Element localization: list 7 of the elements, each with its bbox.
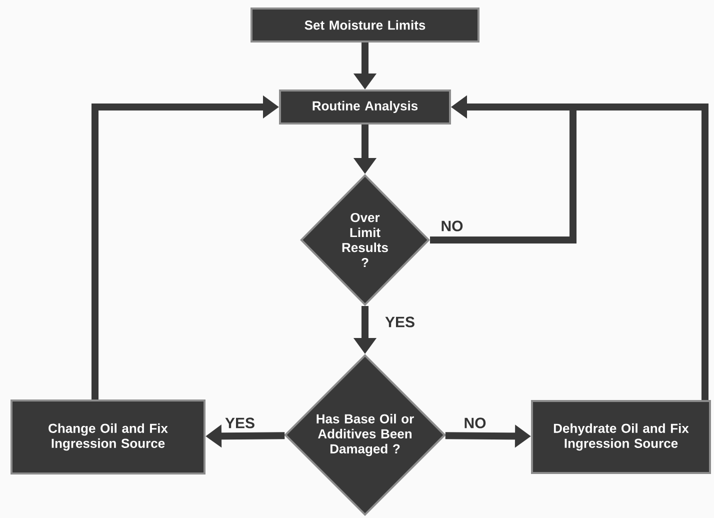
process-box: Set Moisture Limits <box>250 8 480 42</box>
process-box: Dehydrate Oil and Fix Ingression Source <box>531 400 711 474</box>
process-box: Change Oil and Fix Ingression Source <box>10 399 206 474</box>
edge-label: YES <box>384 316 416 328</box>
edge-label: NO <box>440 220 464 232</box>
edge-label: NO <box>462 416 488 430</box>
edge-label: YES <box>224 416 256 430</box>
